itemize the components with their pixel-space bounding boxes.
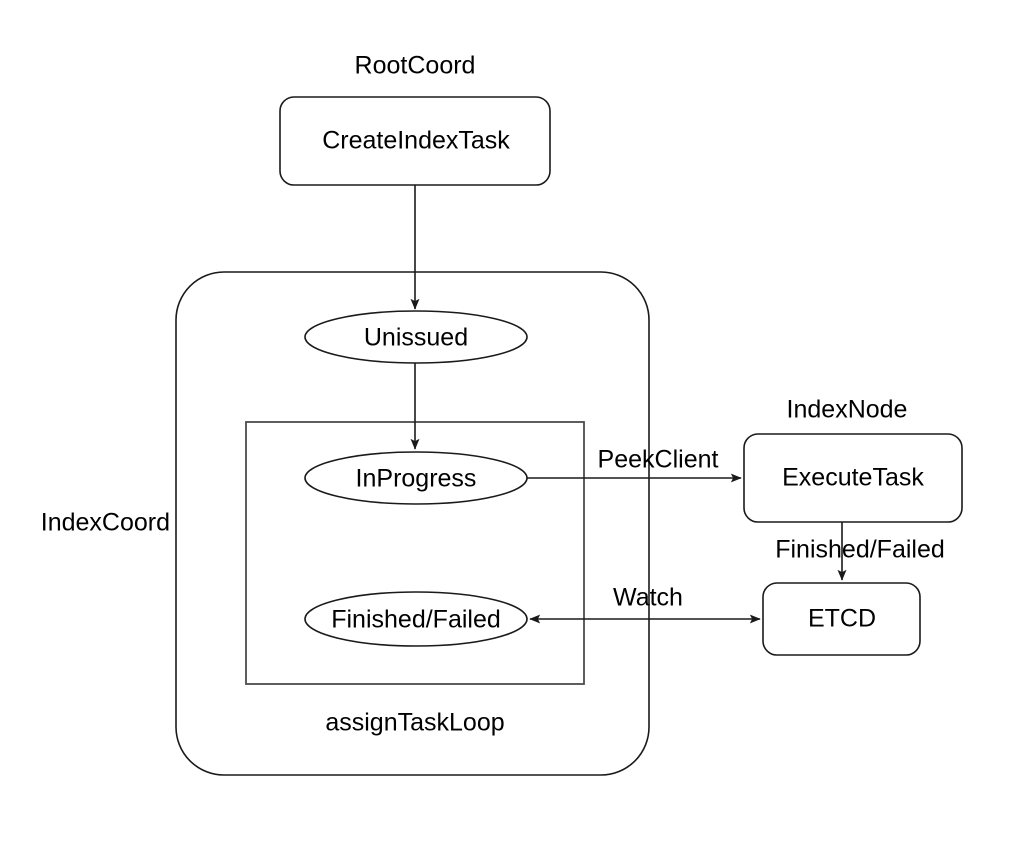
node-label-finished-failed: Finished/Failed (331, 606, 501, 634)
node-label-create-index-task: CreateIndexTask (322, 127, 510, 155)
node-etcd[interactable] (762, 582, 921, 656)
group-label-rootcoord: RootCoord (355, 52, 476, 80)
edge-label-peekclient: PeekClient (598, 446, 719, 474)
node-label-execute-task: ExecuteTask (782, 464, 924, 492)
node-label-inprogress: InProgress (356, 465, 477, 493)
node-label-unissued: Unissued (364, 324, 468, 352)
node-execute-task[interactable] (743, 433, 963, 523)
node-finished-failed[interactable] (304, 591, 528, 647)
group-label-assigntaskloop: assignTaskLoop (325, 709, 504, 737)
group-container-indexcoord (175, 271, 650, 776)
group-label-indexnode: IndexNode (787, 396, 908, 424)
edge-label-watch: Watch (613, 584, 683, 612)
node-label-etcd: ETCD (808, 605, 876, 633)
node-unissued[interactable] (304, 310, 528, 364)
edge-label-finished-failed: Finished/Failed (775, 536, 945, 564)
node-inprogress[interactable] (304, 451, 528, 505)
node-create-index-task[interactable] (279, 96, 551, 186)
group-label-indexcoord: IndexCoord (41, 509, 170, 537)
